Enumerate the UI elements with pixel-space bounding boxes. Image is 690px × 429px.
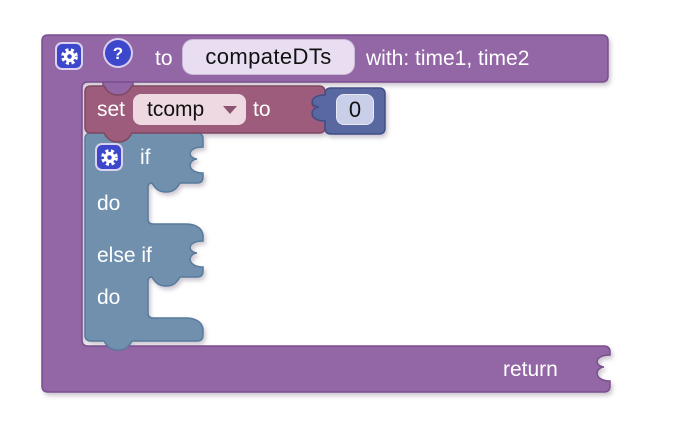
procedure-block-body[interactable] xyxy=(41,34,611,393)
procedure-params-label: with: time1, time2 xyxy=(366,47,530,70)
else-if-label: else if xyxy=(97,244,152,267)
gear-icon xyxy=(100,148,118,166)
procedure-name-field[interactable]: compateDTs xyxy=(182,39,355,75)
chevron-down-icon xyxy=(223,106,237,114)
if-label: if xyxy=(140,146,151,169)
gear-icon xyxy=(60,47,78,65)
if-block-body[interactable] xyxy=(84,132,204,351)
help-icon[interactable]: ? xyxy=(103,38,133,68)
if-mutator-gear-button[interactable] xyxy=(95,143,123,171)
procedure-to-label: to xyxy=(155,47,173,70)
variable-dropdown-value: tcomp xyxy=(147,97,205,121)
set-to-label: to xyxy=(253,98,271,121)
variable-dropdown[interactable]: tcomp xyxy=(133,94,246,125)
set-label: set xyxy=(97,98,126,121)
return-label: return xyxy=(503,358,558,381)
mutator-gear-button[interactable] xyxy=(55,42,83,70)
do2-label: do xyxy=(97,286,121,309)
number-value-field[interactable]: 0 xyxy=(336,94,374,125)
do-label: do xyxy=(97,192,121,215)
